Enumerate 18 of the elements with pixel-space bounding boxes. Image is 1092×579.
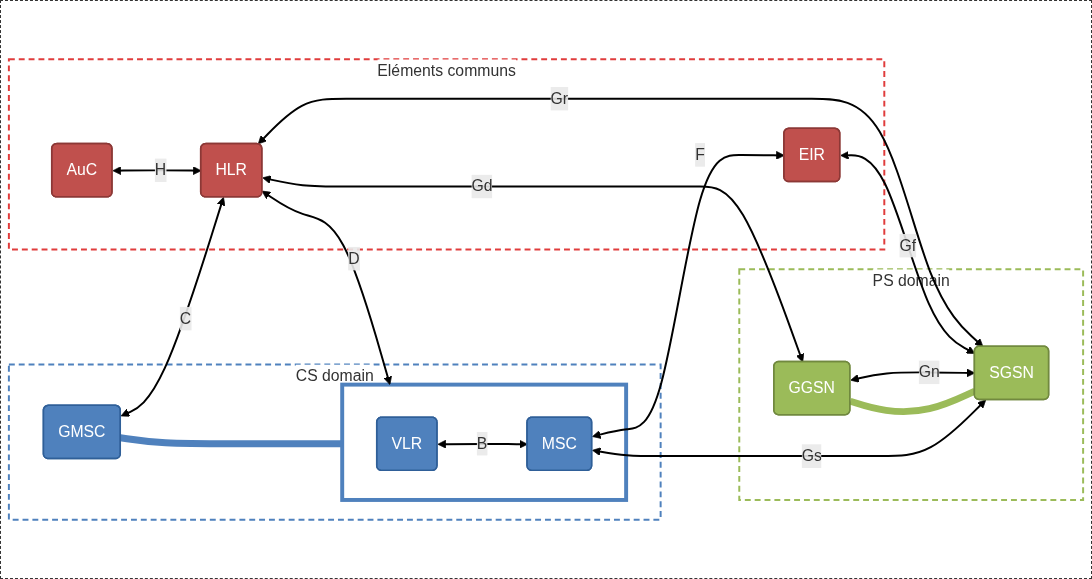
arrow [262, 175, 805, 363]
connector [119, 434, 343, 448]
edge-label: F [695, 146, 705, 163]
edge-label: Gr [550, 89, 569, 107]
arrow [437, 439, 528, 449]
edge-label: C [179, 309, 192, 327]
edge-label: Gs [801, 447, 822, 464]
arrow [257, 97, 984, 348]
cluster [340, 382, 629, 502]
edge-label: Gn [918, 363, 940, 381]
arrow [592, 399, 987, 458]
edge-label: D [348, 249, 360, 267]
arrow [261, 190, 392, 385]
edge-label: B [476, 434, 488, 452]
arrow [120, 196, 226, 417]
edge-label: Gf [899, 236, 917, 254]
edge-label: H [154, 161, 167, 179]
edge-label: Gd [471, 177, 493, 195]
